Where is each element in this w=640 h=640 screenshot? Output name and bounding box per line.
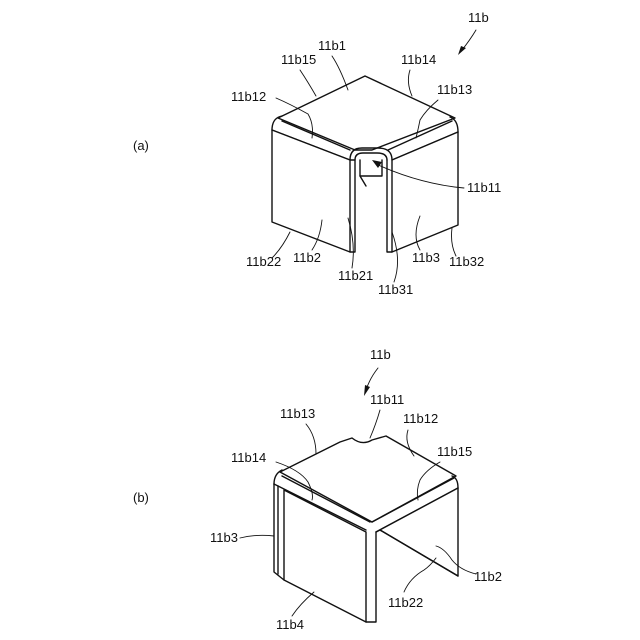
label-a-11b12: 11b12: [231, 89, 266, 104]
label-b-11b14: 11b14: [231, 450, 266, 465]
leader-b-11b4: [292, 592, 314, 616]
label-a-11b2: 11b2: [293, 250, 321, 265]
label-a-11b11: 11b11: [467, 180, 501, 195]
label-a-11b3: 11b3: [412, 250, 440, 265]
reference-label-a: 11b: [468, 10, 489, 25]
panel-label-b: (b): [133, 490, 149, 505]
label-b-11b22: 11b22: [388, 595, 423, 610]
label-a-11b22: 11b22: [246, 254, 281, 269]
leader-b-11b3: [240, 535, 274, 538]
label-a-11b21: 11b21: [338, 268, 373, 283]
leader-a-11b32: [452, 228, 457, 256]
label-b-11b11: 11b11: [370, 392, 404, 407]
label-a-11b32: 11b32: [449, 254, 484, 269]
arrow-a-11b11: [372, 160, 382, 168]
label-b-11b4: 11b4: [276, 617, 304, 632]
label-a-11b1: 11b1: [318, 38, 346, 53]
label-b-11b13: 11b13: [280, 406, 315, 421]
reference-arrow-a: [458, 30, 476, 55]
label-b-11b15: 11b15: [437, 444, 472, 459]
leader-a-11b15: [300, 70, 316, 96]
label-b-11b12: 11b12: [403, 411, 438, 426]
component-b-drawing: [274, 436, 458, 622]
leader-b-11b11: [370, 410, 380, 438]
leader-b-11b13: [306, 424, 316, 454]
label-a-11b31: 11b31: [378, 282, 413, 297]
figure-a: (a) 11b: [133, 10, 501, 297]
leader-b-11b22: [404, 558, 436, 592]
component-a-drawing: [272, 76, 458, 252]
label-a-11b13: 11b13: [437, 82, 472, 97]
panel-label-a: (a): [133, 138, 149, 153]
figure-b: (b) 11b 11b11: [133, 347, 502, 632]
leader-a-11b14: [408, 70, 412, 96]
label-a-11b14: 11b14: [401, 52, 436, 67]
reference-label-b: 11b: [370, 347, 391, 362]
label-b-11b2: 11b2: [474, 569, 502, 584]
label-b-11b3: 11b3: [210, 530, 238, 545]
label-a-11b15: 11b15: [281, 52, 316, 67]
